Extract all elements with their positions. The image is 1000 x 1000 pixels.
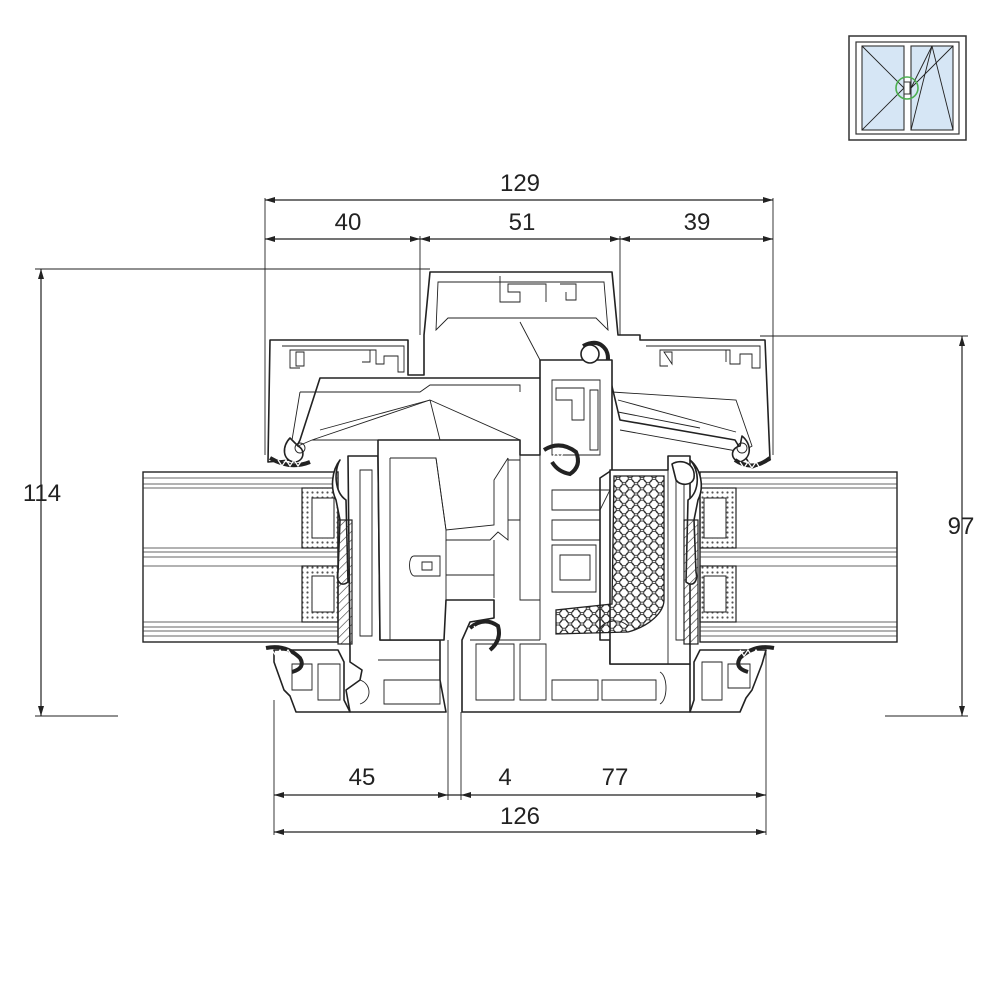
dim-overall-bottom: 126	[500, 803, 540, 830]
dim-overall-top: 129	[500, 170, 540, 197]
bottom-frame-profiles	[265, 645, 775, 713]
dim-bottom-left: 45	[349, 764, 376, 791]
dim-bottom-right: 77	[602, 764, 629, 791]
dim-right-height: 97	[948, 513, 975, 540]
dim-top-middle: 51	[509, 209, 536, 236]
left-sash-glass	[861, 45, 905, 131]
top-frame-profile	[267, 271, 771, 469]
turn-marker-icon	[895, 76, 919, 100]
dim-top-right: 39	[684, 209, 711, 236]
dimension-lines	[35, 197, 968, 835]
window-type-icon	[848, 35, 967, 141]
dim-top-left: 40	[335, 209, 362, 236]
glazing-right	[699, 471, 898, 643]
dim-left-height: 114	[23, 480, 61, 507]
dim-bottom-gap: 4	[498, 764, 511, 791]
right-sash-profile	[555, 455, 703, 665]
foam-insulation	[555, 475, 665, 635]
glazing-left	[142, 471, 339, 643]
